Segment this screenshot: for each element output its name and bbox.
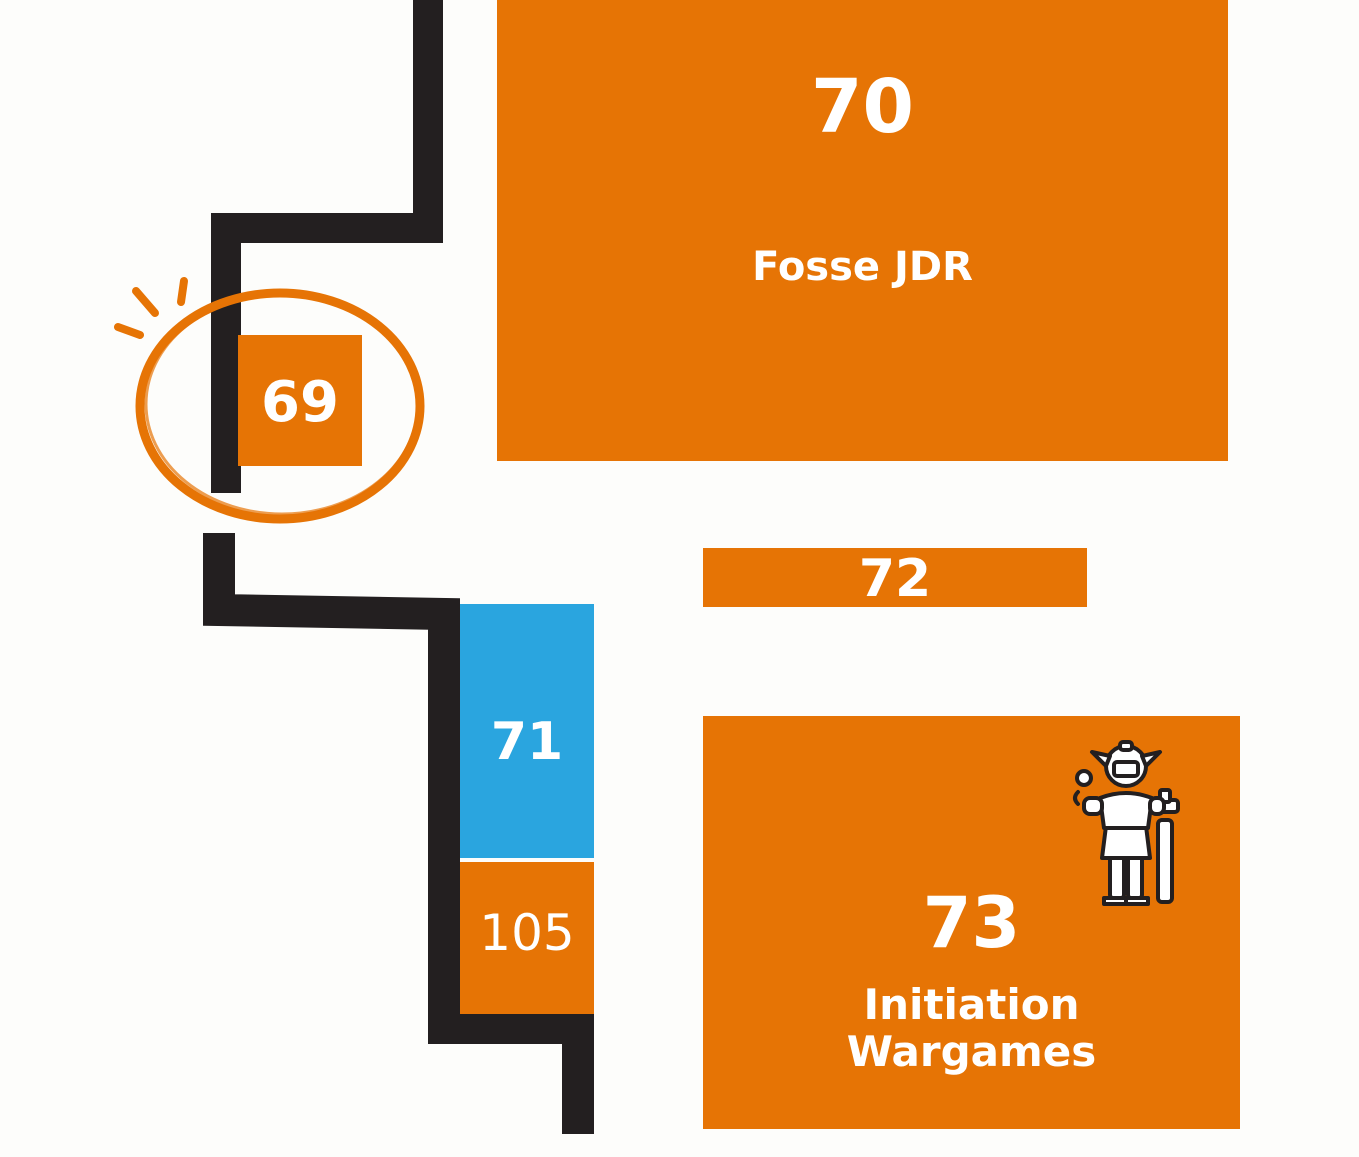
booth-71[interactable]: 71 <box>460 604 594 858</box>
booth-70[interactable]: 70 Fosse JDR <box>497 0 1228 461</box>
booth-71-number: 71 <box>490 712 564 772</box>
knight-icon <box>1073 740 1180 906</box>
booth-73[interactable]: 73 Initiation Wargames <box>703 716 1240 1129</box>
booth-105[interactable]: 105 <box>460 862 594 1014</box>
booth-70-label: Fosse JDR <box>752 244 973 290</box>
booth-70-number: 70 <box>811 64 914 150</box>
booth-73-label: Initiation Wargames <box>703 981 1240 1075</box>
booth-105-number: 105 <box>479 904 575 962</box>
booth-73-number: 73 <box>922 882 1021 964</box>
booth-72-number: 72 <box>858 549 932 609</box>
booth-73-label-line2: Wargames <box>846 1027 1097 1077</box>
booth-69-number: 69 <box>261 370 339 435</box>
booth-69[interactable]: 69 <box>238 335 362 466</box>
booth-72[interactable]: 72 <box>703 548 1087 607</box>
booth-73-label-line1: Initiation <box>863 980 1080 1029</box>
